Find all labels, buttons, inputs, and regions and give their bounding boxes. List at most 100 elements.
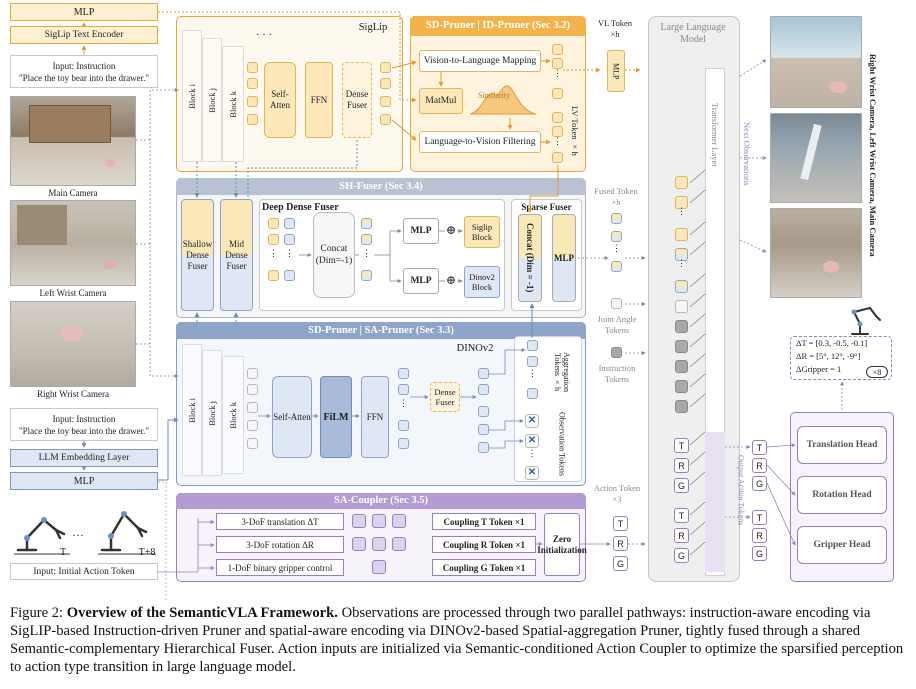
dinov2-block-box: Dinov2 Block (464, 266, 500, 298)
translation-head-label: Translation Head (806, 440, 878, 450)
instruction-tokens-label: Instruction Tokens (598, 363, 636, 384)
shallow-dense-fuser-label: Shallow Dense Fuser (182, 238, 213, 271)
dof-gripper-label: 1-DoF binary gripper control (227, 562, 333, 573)
sa-block-k: Block k (222, 356, 244, 474)
lv-token-label: LV Token ×h (570, 106, 580, 156)
mlp-top-label: MLP (73, 6, 95, 18)
coupling-r-label: Coupling R Token ×1 (443, 539, 525, 550)
small-robot-arm-icon (851, 307, 881, 335)
dof-translation-box: 3-DoF translation ΔT (216, 513, 344, 530)
sa-block-j: Block j (202, 350, 222, 476)
out-token-t2: T (752, 510, 767, 525)
mid-dense-fuser-label: Mid Dense Fuser (225, 238, 248, 271)
sparse-fuser-title: Sparse Fuser (521, 202, 572, 212)
coupling-g-label: Coupling G Token ×1 (442, 562, 526, 573)
lv-token-label-box: LV Token ×h (568, 98, 582, 164)
deep-mlp1-label: MLP (410, 226, 432, 236)
action-token-r: R (613, 536, 628, 551)
purple-output-bar (705, 432, 725, 572)
matmul-box: MatMul (419, 88, 463, 114)
rotation-head-box: Rotation Head (797, 476, 887, 514)
transformer-layer-label: Transformer Layer (710, 102, 720, 168)
robot-arm-icon (14, 511, 156, 555)
out-token-g1: G (752, 476, 767, 491)
right-wrist-camera-label: Right Wrist Camera (37, 389, 109, 399)
x8-badge: ×8 (866, 366, 888, 378)
sa-block-j-label: Block j (207, 400, 217, 426)
zero-init-box: Zero Initialization (537, 513, 587, 576)
siglip-block-i-label: Block i (187, 83, 197, 109)
sh-fuser-title: SH-Fuser (Sec 3.4) (339, 181, 423, 192)
film-label: FiLM (323, 411, 349, 423)
aggregation-tokens-label: Aggregation Tokens ×h (553, 352, 571, 392)
sa-coupler-title: SA-Coupler (Sec 3.5) (333, 495, 428, 506)
right-wrist-camera-image (10, 301, 136, 387)
caption-label: Figure 2: (10, 605, 64, 621)
dof-rotation-box: 3-DoF rotation ΔR (216, 536, 344, 553)
add-icon-top: ⊕ (445, 223, 457, 237)
l2v-filtering-box: Language-to-Vision Filtering (419, 131, 541, 153)
action-delta-box (790, 336, 892, 380)
siglip-block-k-label: Block k (228, 90, 238, 118)
main-camera-label: Main Camera (48, 188, 98, 198)
deep-dense-fuser-title: Deep Dense Fuser (262, 202, 339, 213)
llm-token-t1: T (674, 438, 689, 453)
caption-body: Observations are processed through two p… (10, 605, 904, 675)
initial-action-token-box: Input: Initial Action Token (10, 563, 158, 580)
instruction-bottom-text: "Place the toy bear into the drawer." (18, 425, 150, 436)
siglip-text-encoder-box: SigLip Text Encoder (10, 26, 158, 44)
sa-block-i-label: Block i (187, 397, 197, 423)
llm-embedding-layer-label: LLM Embedding Layer (38, 453, 130, 463)
siglip-dense-fuser-label: Dense Fuser (345, 89, 369, 110)
transformer-layer-label-box: Transformer Layer (705, 80, 725, 190)
out-token-t1: T (752, 440, 767, 455)
action-token-g: G (613, 556, 628, 571)
llm-token-t2: T (674, 508, 689, 523)
matmul-label: MatMul (425, 96, 457, 106)
instruction-token (611, 347, 622, 358)
action-token-label: Action Token ×3 (593, 483, 641, 504)
observation-tokens-label: Observation Tokens (557, 412, 567, 476)
siglip-text-encoder-label: SigLip Text Encoder (44, 30, 124, 40)
aggregation-obs-panel (514, 336, 582, 482)
siglip-self-atten-box: Self-Atten (264, 62, 296, 138)
instruction-top-text: "Place the toy bear into the drawer." (18, 72, 150, 83)
sa-coupler-title-bar (176, 493, 586, 509)
sparse-mlp-box: MLP (552, 214, 576, 302)
sa-ffn-box: FFN (361, 376, 389, 458)
joint-angle-token (611, 298, 622, 309)
instruction-bottom-title: Input: Instruction (52, 413, 116, 424)
siglip-dots: · · · (255, 29, 273, 41)
sa-ffn-label: FFN (366, 412, 384, 422)
sa-block-i: Block i (182, 344, 202, 476)
sa-self-atten-box: Self-Atten (272, 376, 312, 458)
siglip-block-j-label: Block j (207, 87, 217, 113)
dinov2-title: DINOv2 (456, 343, 494, 354)
out-token-r2: R (752, 528, 767, 543)
similarity-label: Similarity (478, 91, 510, 100)
llm-token-r2: R (674, 528, 689, 543)
siglip-ffn-label: FFN (310, 95, 328, 105)
output-action-tokens-label: Output Action Tokens (736, 454, 746, 526)
sparse-concat-label: Concat (Dim = -1) (525, 223, 535, 293)
siglip-dense-fuser-box: Dense Fuser (342, 62, 372, 138)
llm-token-g2: G (674, 548, 689, 563)
zero-init-label: Zero Initialization (537, 533, 587, 555)
delta-t-text: ΔT = [0.3, -0.5, -0.1] (796, 338, 868, 348)
siglip-block-i: Block i (182, 30, 202, 162)
llm-panel (648, 16, 740, 582)
siglip-block-box: Siglip Block (464, 216, 500, 248)
add-icon-bottom: ⊕ (445, 273, 457, 287)
next-left-wrist-image (770, 113, 862, 203)
next-main-image (770, 208, 862, 298)
caption-title: Overview of the SemanticVLA Framework. (66, 605, 338, 621)
translation-head-box: Translation Head (797, 426, 887, 464)
siglip-ffn-box: FFN (305, 62, 333, 138)
instruction-top-box: Input: Instruction "Place the toy bear i… (10, 55, 158, 88)
sa-dense-fuser-box: Dense Fuser (430, 382, 460, 412)
dof-translation-label: 3-DoF translation ΔT (241, 516, 319, 527)
v2l-mapping-box: Vision-to-Language Mapping (419, 50, 541, 72)
right-camera-label-box: Right Wrist Camera, Left Wrist Camera, M… (866, 30, 880, 280)
id-pruner-title: SD-Pruner | ID-Pruner (Sec 3.2) (426, 20, 570, 31)
coupling-t-box: Coupling T Token ×1 (432, 513, 536, 530)
